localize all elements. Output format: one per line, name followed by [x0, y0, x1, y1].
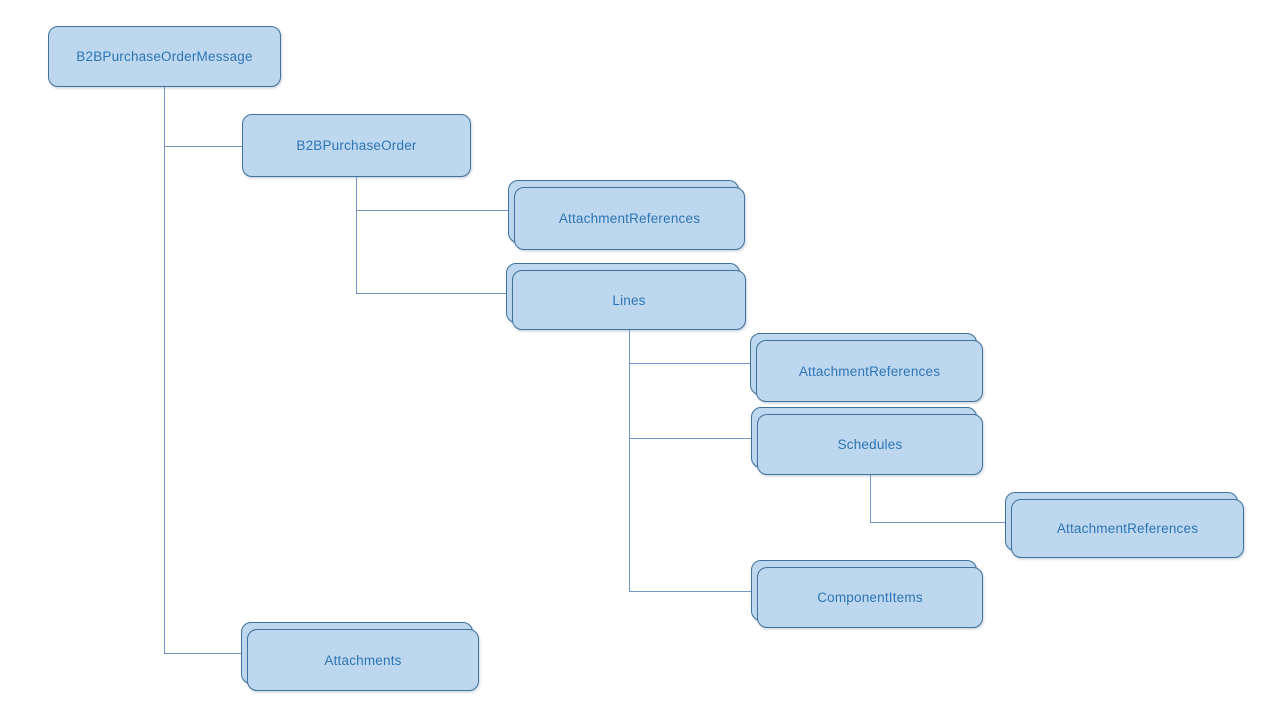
node-label: AttachmentReferences: [1056, 521, 1199, 536]
node-label: Schedules: [837, 437, 903, 452]
node-label: B2BPurchaseOrderMessage: [76, 49, 253, 64]
node-label: AttachmentReferences: [558, 211, 701, 226]
diagram-node-attachment-references-2[interactable]: AttachmentReferences: [756, 340, 983, 402]
connector-segment: [164, 653, 241, 654]
node-label: Lines: [612, 292, 646, 308]
connector-segment: [629, 363, 750, 364]
connector-segment: [629, 330, 630, 591]
diagram-node-b2b-purchase-order-message[interactable]: B2BPurchaseOrderMessage: [48, 26, 281, 87]
diagram-node-component-items[interactable]: ComponentItems: [757, 567, 983, 628]
node-label: Attachments: [324, 652, 402, 668]
diagram-node-attachments[interactable]: Attachments: [247, 629, 479, 691]
connector-segment: [356, 293, 506, 294]
diagram-node-lines[interactable]: Lines: [512, 270, 746, 330]
connector-segment: [870, 475, 871, 522]
connector-segment: [629, 438, 751, 439]
connector-segment: [870, 522, 1005, 523]
diagram-node-schedules[interactable]: Schedules: [757, 414, 983, 475]
diagram-node-b2b-purchase-order[interactable]: B2BPurchaseOrder: [242, 114, 471, 177]
connector-segment: [356, 210, 508, 211]
node-label: ComponentItems: [817, 590, 923, 605]
node-label: AttachmentReferences: [798, 363, 941, 379]
diagram-node-attachment-references-1[interactable]: AttachmentReferences: [514, 187, 745, 250]
diagram-node-attachment-references-3[interactable]: AttachmentReferences: [1011, 499, 1244, 558]
connector-segment: [164, 146, 242, 147]
connector-segment: [356, 177, 357, 293]
connector-segment: [164, 87, 165, 653]
node-label: B2BPurchaseOrder: [296, 138, 417, 153]
connector-segment: [629, 591, 751, 592]
